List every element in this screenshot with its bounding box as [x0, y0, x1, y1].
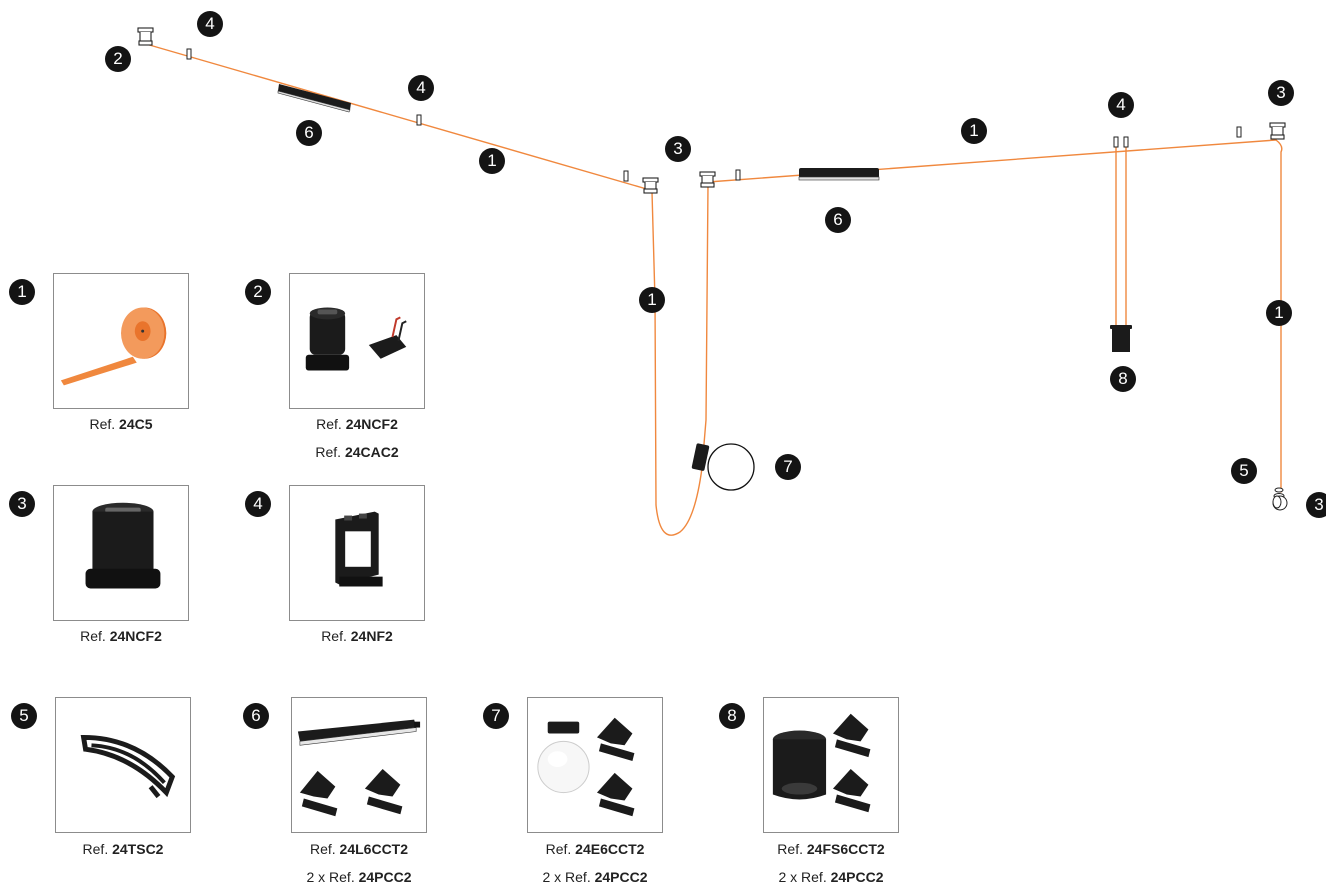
ceiling-cup-icon	[137, 27, 154, 46]
product-ref-1a: Ref. 24C5	[89, 416, 153, 432]
product-ref-3a: Ref. 24NCF2	[80, 628, 162, 644]
cable-clip-icon	[1236, 126, 1242, 138]
linear-light-icon	[798, 168, 880, 181]
diagram-badge-1: 1	[479, 148, 505, 174]
cable-drop-right	[1275, 139, 1283, 493]
spot-light-with-connectors-icon	[772, 713, 871, 813]
cable-clip-icon	[1123, 136, 1129, 148]
ceiling-cup-and-connector-icon	[305, 307, 407, 371]
product-ref-8a: Ref. 24FS6CCT2	[777, 841, 885, 857]
diagram-badge-6: 6	[296, 120, 322, 146]
diagram-badge-4: 4	[197, 11, 223, 37]
product-card-4	[289, 485, 425, 621]
cable-clip-icon	[623, 170, 629, 182]
diagram-badge-4: 4	[408, 75, 434, 101]
product-ref-8b: 2 x Ref. 24PCC2	[778, 869, 884, 885]
ceiling-cup-icon	[1269, 122, 1286, 140]
cable-clip-icon	[186, 48, 192, 60]
cable-clip-icon	[335, 511, 383, 587]
diagram-badge-6: 6	[825, 207, 851, 233]
cable-clip-icon	[1113, 136, 1119, 148]
diagram-badge-3: 3	[1306, 492, 1326, 518]
product-ref-2a: Ref. 24NCF2	[316, 416, 398, 432]
legend-badge-3: 3	[9, 491, 35, 517]
ceiling-cup-icon	[642, 177, 659, 194]
product-ref-2b: Ref. 24CAC2	[315, 444, 399, 460]
legend-badge-7: 7	[483, 703, 509, 729]
product-card-8	[763, 697, 899, 833]
diagram-badge-1: 1	[639, 287, 665, 313]
legend-badge-8: 8	[719, 703, 745, 729]
cable-tie-icon	[80, 734, 176, 799]
cable-clip-icon	[416, 114, 422, 126]
legend-badge-2: 2	[245, 279, 271, 305]
linear-light-icon	[277, 84, 351, 113]
cable-clip-icon	[735, 169, 741, 181]
diagram-badge-2: 2	[105, 46, 131, 72]
diagram-badge-5: 5	[1231, 458, 1257, 484]
legend-badge-4: 4	[245, 491, 271, 517]
linear-light-with-connectors-icon	[297, 719, 421, 817]
globe-light-icon	[691, 443, 755, 491]
product-card-3	[53, 485, 189, 621]
product-ref-7b: 2 x Ref. 24PCC2	[542, 869, 648, 885]
legend-badge-1: 1	[9, 279, 35, 305]
product-card-2	[289, 273, 425, 409]
product-card-1	[53, 273, 189, 409]
product-card-7	[527, 697, 663, 833]
diagram-badge-4: 4	[1108, 92, 1134, 118]
ceiling-cup-icon	[699, 171, 716, 188]
product-ref-7a: Ref. 24E6CCT2	[545, 841, 645, 857]
pendant-spot-icon	[1110, 325, 1132, 352]
cable-segment-right	[707, 139, 1277, 183]
product-card-6	[291, 697, 427, 833]
orange-cable-reel-icon	[60, 307, 167, 386]
diagram-badge-1: 1	[1266, 300, 1292, 326]
cable-end-icon	[1272, 487, 1288, 511]
product-ref-4a: Ref. 24NF2	[321, 628, 393, 644]
product-ref-6b: 2 x Ref. 24PCC2	[306, 869, 412, 885]
legend-badge-5: 5	[11, 703, 37, 729]
product-ref-5a: Ref. 24TSC2	[82, 841, 164, 857]
diagram-badge-1: 1	[961, 118, 987, 144]
ceiling-cup-icon	[85, 502, 161, 589]
cable-segment-left	[145, 43, 651, 191]
diagram-badge-3: 3	[665, 136, 691, 162]
cable-drop-center	[651, 184, 709, 536]
product-card-5	[55, 697, 191, 833]
diagram-badge-8: 8	[1110, 366, 1136, 392]
diagram-badge-7: 7	[775, 454, 801, 480]
product-ref-6a: Ref. 24L6CCT2	[309, 841, 409, 857]
diagram-badge-3: 3	[1268, 80, 1294, 106]
globe-light-with-connectors-icon	[537, 717, 635, 817]
legend-badge-6: 6	[243, 703, 269, 729]
